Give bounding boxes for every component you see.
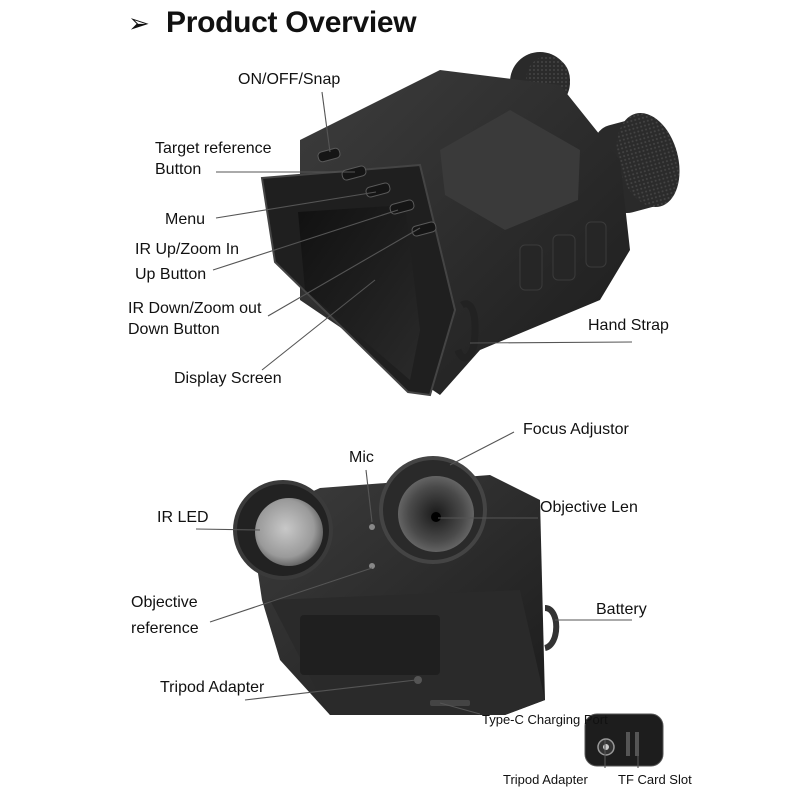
label-tf-card-slot: TF Card Slot [618,772,692,788]
battery-latch [545,608,556,648]
label-display-screen: Display Screen [174,367,282,391]
label-objective-len: Objective Len [540,496,638,520]
tf-card-slot [626,732,630,756]
label-menu: Menu [165,208,205,232]
label-objective-reference-2: reference [131,617,199,641]
label-type-c-port: Type-C Charging Port [482,712,608,728]
label-mic: Mic [349,446,374,470]
label-on-off-snap: ON/OFF/Snap [238,68,340,92]
label-battery: Battery [596,598,647,622]
label-focus-adjustor: Focus Adjustor [523,418,629,442]
label-ir-led: IR LED [157,506,209,530]
device-front-view [235,458,556,715]
device-top-view [262,52,689,395]
ir-led [255,498,323,566]
label-tripod-adapter: Tripod Adapter [160,676,264,700]
label-ir-up-1: IR Up/Zoom In [135,238,239,262]
label-hand-strap: Hand Strap [588,314,669,338]
label-tripod-adapter-inset: Tripod Adapter [503,772,588,788]
label-ir-up-2: Up Button [135,263,206,287]
port-strip [430,700,470,706]
device-grip-pad [300,615,440,675]
label-target-reference-2: Button [155,158,201,182]
objective-lens-assembly [381,458,485,562]
label-objective-reference-1: Objective [131,591,198,615]
mic-hole [369,524,375,530]
label-ir-down-2: Down Button [128,318,220,342]
